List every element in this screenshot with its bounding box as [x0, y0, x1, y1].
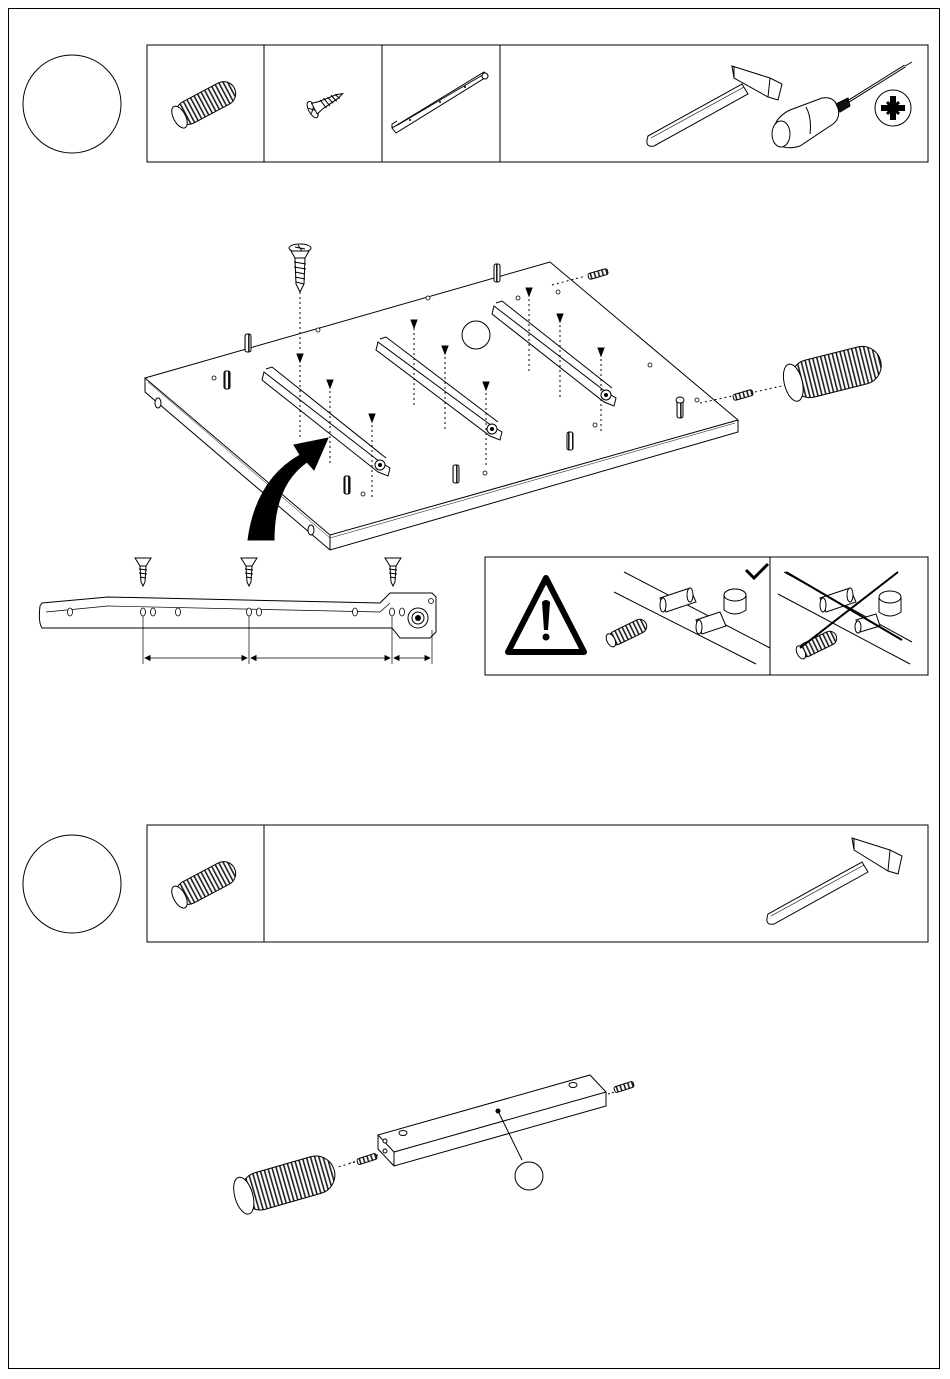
diagram-callout-marker	[462, 321, 490, 349]
step-1-marker	[23, 55, 121, 153]
warning-triangle-icon	[508, 578, 584, 652]
runner-detail-diagram	[39, 558, 436, 664]
screw	[241, 558, 257, 586]
phillips-head-symbol-icon	[875, 90, 911, 126]
incorrect-method-diagram	[778, 572, 912, 664]
dowel	[608, 1081, 634, 1094]
rail-assembly-diagram	[230, 1075, 635, 1216]
dowel-icon	[169, 77, 240, 130]
hammer-icon	[647, 66, 782, 146]
screw	[135, 558, 151, 586]
drawer-runner-icon	[392, 72, 488, 133]
step-2-marker	[23, 835, 121, 933]
rail-bar	[378, 1075, 606, 1166]
dowel-icon	[169, 857, 240, 910]
step-1	[23, 45, 928, 675]
screw	[385, 558, 401, 586]
diagram-callout-marker	[515, 1162, 543, 1190]
checkmark-icon	[746, 564, 768, 578]
correct-method-diagram	[604, 564, 770, 664]
screw-icon	[305, 86, 347, 120]
panel-assembly-diagram	[145, 244, 885, 550]
dowel	[230, 1152, 339, 1217]
hammer-icon	[767, 838, 902, 924]
warning-box	[485, 557, 928, 675]
step-1-parts-box	[147, 45, 928, 162]
step-2	[23, 825, 928, 1216]
step-2-parts-box	[147, 825, 928, 942]
dowel	[338, 1153, 378, 1167]
